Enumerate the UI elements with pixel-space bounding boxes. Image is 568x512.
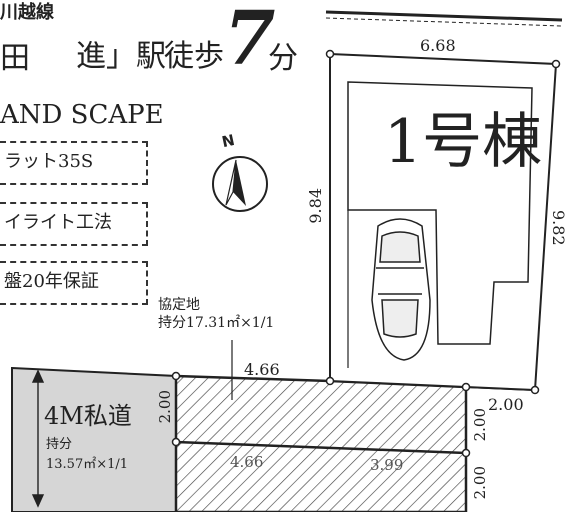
shared-land-width-top: 4.66 — [244, 360, 280, 379]
feature-label-2: イライト工法 — [4, 212, 112, 233]
shared-land-title: 協定地 — [158, 297, 200, 313]
shared-land-divider — [175, 440, 467, 455]
private-road-title: 4M私道 — [44, 402, 132, 430]
building-footprint — [347, 81, 533, 345]
north-arrow-icon — [212, 156, 268, 212]
lot-1-boundary — [329, 52, 558, 392]
shared-land-right-height: 2.00 — [471, 408, 489, 442]
shared-land-right-offset: 2.00 — [488, 395, 524, 414]
walk-minutes: 7 — [224, 0, 276, 82]
road-edge — [325, 10, 563, 27]
shared-land-width-bottom-left: 4.66 — [230, 453, 264, 471]
shared-land-width-bottom-right: 3.99 — [370, 456, 404, 474]
lot-left-depth: 9.84 — [306, 188, 325, 224]
car-icon — [371, 218, 431, 361]
walk-text: 徒歩 — [164, 39, 224, 74]
station-name: 進」駅 — [76, 39, 166, 74]
shared-land-share: 持分17.31㎡×1/1 — [158, 315, 275, 331]
station-prefix: 田 — [0, 41, 30, 76]
private-road-area — [11, 366, 177, 512]
feature-box-2: イライト工法 — [0, 202, 148, 246]
line-name: 川越線 — [0, 2, 54, 23]
private-road-share: 13.57㎡×1/1 — [46, 457, 129, 472]
lot-corner-markers — [171, 49, 561, 458]
lot-right-depth: 9.82 — [549, 210, 568, 246]
minute-unit: 分 — [268, 41, 298, 76]
private-road-share-label: 持分 — [46, 437, 73, 452]
brand-name: AND SCAPE — [0, 100, 164, 130]
feature-label-3: 盤20年保証 — [4, 271, 99, 292]
shared-land-left-height: 2.00 — [156, 390, 174, 424]
feature-box-1: ラット35S — [0, 141, 148, 185]
road-width-dimension — [31, 369, 45, 508]
feature-box-3: 盤20年保証 — [0, 261, 148, 305]
lot-top-width: 6.68 — [420, 36, 456, 55]
feature-label-1: ラット35S — [4, 151, 94, 172]
lot-name: 1号棟 — [384, 107, 543, 177]
shared-land-bottom-height: 2.00 — [471, 466, 489, 500]
